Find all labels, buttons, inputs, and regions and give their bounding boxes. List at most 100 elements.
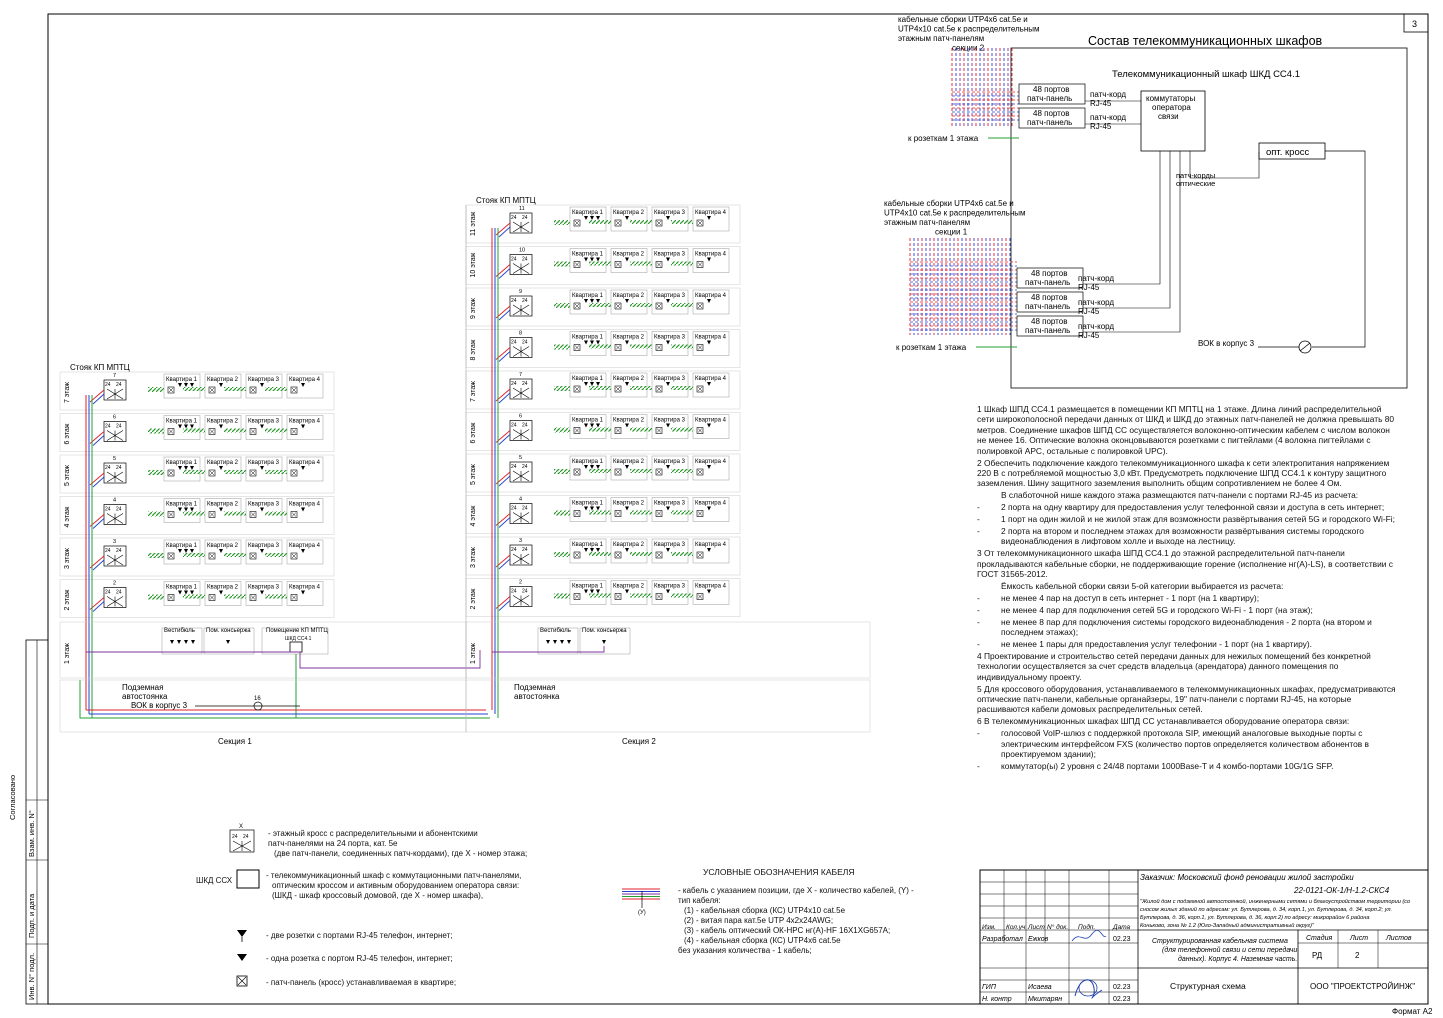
floor-1-label: 1 этаж bbox=[64, 643, 71, 664]
floor-1-label-s2: 1 этаж bbox=[470, 643, 477, 664]
apartment-patch-panel-mark bbox=[291, 595, 297, 600]
apartment-label: Квартира 3 bbox=[654, 459, 686, 465]
parking-label-s2-2: автостоянка bbox=[514, 692, 560, 701]
outlet-icon bbox=[301, 383, 305, 387]
floor-row-frame bbox=[59, 537, 335, 577]
cable-bundle-hatch bbox=[183, 553, 205, 557]
format-label: Формат А2 bbox=[1392, 1007, 1433, 1016]
floor-label: 2 этаж bbox=[470, 588, 477, 609]
floor-cross-links bbox=[512, 512, 530, 523]
patch-cord-label: RJ-45 bbox=[1090, 122, 1112, 131]
legend-cable-text: - кабель с указанием позиции, где Х - ко… bbox=[678, 886, 914, 956]
legend-cross-links bbox=[232, 840, 252, 852]
outlet-icon bbox=[178, 383, 182, 387]
apartment-box bbox=[245, 498, 283, 523]
outlet-icon bbox=[590, 589, 594, 594]
legend-two-outlets-icon bbox=[237, 930, 247, 937]
note-paragraph: 1 Шкаф ШПД СС4.1 размещается в помещении… bbox=[977, 404, 1395, 456]
apartment-label: Квартира 1 bbox=[572, 210, 604, 216]
outlet-icon bbox=[219, 466, 223, 470]
cable-bundle-hatch bbox=[589, 261, 611, 266]
apartment-patch-panel-icon bbox=[696, 302, 704, 310]
title-name: Ежков bbox=[1028, 936, 1049, 943]
apartment-patch-panel-mark bbox=[697, 511, 703, 516]
floor-label: 3 этаж bbox=[64, 548, 71, 569]
apartment-patch-panel-icon bbox=[655, 261, 663, 268]
riser-feed-blue bbox=[498, 558, 511, 570]
apartment-patch-panel-icon bbox=[614, 593, 622, 600]
cable-bundle-hatch bbox=[589, 469, 611, 473]
apartment-box bbox=[204, 498, 242, 523]
floor-cross-links bbox=[106, 388, 124, 400]
apartment-patch-panel-icon bbox=[573, 261, 581, 268]
optical-link-green bbox=[79, 654, 297, 719]
legend-cross-port: 24 bbox=[232, 834, 238, 840]
apartment-box bbox=[245, 581, 283, 606]
cable-bundle-hatch bbox=[589, 427, 611, 432]
apartment-patch-panel-mark bbox=[574, 469, 580, 475]
parking-frame-s2 bbox=[465, 679, 871, 733]
outlet-icon bbox=[219, 507, 223, 512]
outlet-icon bbox=[596, 340, 600, 345]
floor-label: 7 этаж bbox=[64, 382, 71, 403]
apartment-label: Квартира 2 bbox=[207, 419, 239, 425]
title-code: 22-0121-ОК-1/Н-1.2-СКС4 bbox=[1293, 886, 1390, 895]
apartment-patch-panel-icon bbox=[290, 511, 298, 518]
cable-bundle-hatch bbox=[671, 593, 693, 598]
apartment-patch-panel-icon bbox=[208, 552, 216, 560]
outlet-icon bbox=[602, 640, 606, 644]
cable-bundle-hatch bbox=[265, 511, 287, 516]
apartment-box bbox=[692, 580, 730, 605]
outlet-icon bbox=[260, 383, 264, 387]
floor-cross-port-count: 24 bbox=[116, 548, 122, 554]
outlet-icon bbox=[584, 465, 588, 469]
floor-cross-links bbox=[512, 595, 530, 606]
floor-label: 4 этаж bbox=[470, 505, 477, 526]
legend-cable-type-mark: (У) bbox=[638, 910, 646, 916]
outlet-icon bbox=[707, 506, 711, 511]
outlet-icon bbox=[584, 299, 588, 303]
patch-cord-label: патч-корд bbox=[1090, 90, 1126, 99]
apartment-patch-panel-icon bbox=[655, 219, 663, 227]
cable-bundle-hatch bbox=[554, 552, 570, 557]
apartment-patch-panel-mark bbox=[168, 595, 174, 600]
outlet-icon bbox=[625, 548, 629, 552]
apartment-label: Квартира 1 bbox=[572, 293, 604, 299]
apartment-patch-panel-icon bbox=[614, 468, 622, 476]
apartment-label: Квартира 1 bbox=[572, 335, 604, 341]
outlet-icon bbox=[707, 299, 711, 303]
floor-number: 2 bbox=[113, 581, 116, 587]
apartment-patch-panel-icon bbox=[290, 469, 298, 477]
floor-cross-port-count: 24 bbox=[511, 547, 517, 553]
apartment-label: Квартира 3 bbox=[654, 335, 686, 341]
legend-cross-line2: патч-панелями на 24 порта, кат. 5е bbox=[268, 839, 398, 848]
floor-cross-links bbox=[512, 346, 530, 357]
apartment-box bbox=[651, 580, 689, 605]
floor-cross-links bbox=[106, 430, 124, 441]
apartment-patch-panel-icon bbox=[655, 593, 663, 600]
apartment-patch-panel-icon bbox=[249, 511, 257, 518]
apartment-box bbox=[569, 455, 607, 481]
riser-2-label: Стояк КП МПТЦ bbox=[476, 196, 536, 205]
riser-feed-blue bbox=[498, 600, 511, 611]
apartment-patch-panel-mark bbox=[209, 429, 215, 434]
floor-cross-links bbox=[106, 596, 124, 607]
legend-cross-x: X bbox=[239, 824, 243, 830]
cable-label-sec2-line: кабельные сборки UTP4x6 cat.5e и bbox=[898, 15, 1028, 24]
apartment-box bbox=[651, 538, 689, 564]
cable-bundle-hatch bbox=[589, 510, 611, 515]
apartment-patch-panel-icon bbox=[167, 428, 175, 435]
legend-cabinet-symbol bbox=[236, 869, 260, 889]
note-paragraph: не менее 4 пар для подключения сетей 5G … bbox=[977, 605, 1399, 616]
apartment-box bbox=[651, 372, 689, 398]
cable-bundle-hatch bbox=[265, 428, 287, 433]
apartment-patch-panel-mark bbox=[697, 262, 703, 267]
outlet-icon bbox=[567, 640, 571, 644]
floor-cross-port-count: 24 bbox=[522, 423, 528, 429]
cable-bundle-hatch bbox=[630, 552, 652, 556]
legend-cabinet-line1: - телекоммуникационный шкаф с коммутацио… bbox=[266, 871, 522, 880]
floor-cross-port-count: 24 bbox=[522, 547, 528, 553]
optical-cords-label: патч-корды bbox=[1176, 171, 1215, 180]
